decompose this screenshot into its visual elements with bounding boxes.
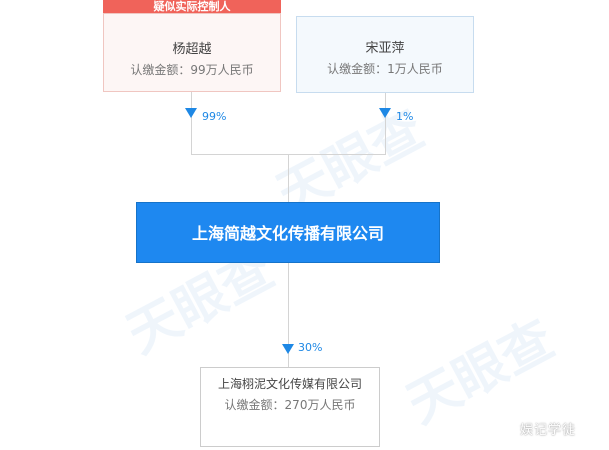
arrow-down-icon [282, 344, 294, 354]
company-node[interactable]: 上海简越文化传播有限公司 [136, 202, 440, 263]
controller-tag: 疑似实际控制人 [103, 0, 281, 13]
arrow-down-icon [185, 108, 197, 118]
shareholder-name[interactable]: 杨超越 [172, 42, 212, 57]
connector [385, 93, 386, 154]
arrow-down-icon [379, 108, 391, 118]
investment-name[interactable]: 上海栩泥文化传媒有限公司 [217, 377, 362, 391]
share-percent: 1% [396, 110, 414, 123]
shareholder-card[interactable]: 宋亚萍 认缴金额：1万人民币 [296, 16, 474, 93]
watermark: 天眼查 [397, 309, 564, 436]
connector [191, 92, 192, 154]
credit-watermark: 娱记学徒 [520, 423, 577, 438]
investment-percent: 30% [298, 341, 323, 354]
shareholder-name[interactable]: 宋亚萍 [365, 41, 405, 56]
investment-card[interactable]: 上海栩泥文化传媒有限公司 认缴金额：270万人民币 [200, 367, 380, 447]
share-percent: 99% [202, 110, 227, 123]
connector [288, 263, 289, 367]
shareholder-amount: 认缴金额：99万人民币 [130, 63, 254, 77]
investment-amount: 认缴金额：270万人民币 [224, 398, 356, 412]
shareholder-amount: 认缴金额：1万人民币 [327, 62, 443, 76]
shareholder-card[interactable]: 杨超越 认缴金额：99万人民币 [103, 13, 281, 92]
connector [288, 154, 289, 202]
